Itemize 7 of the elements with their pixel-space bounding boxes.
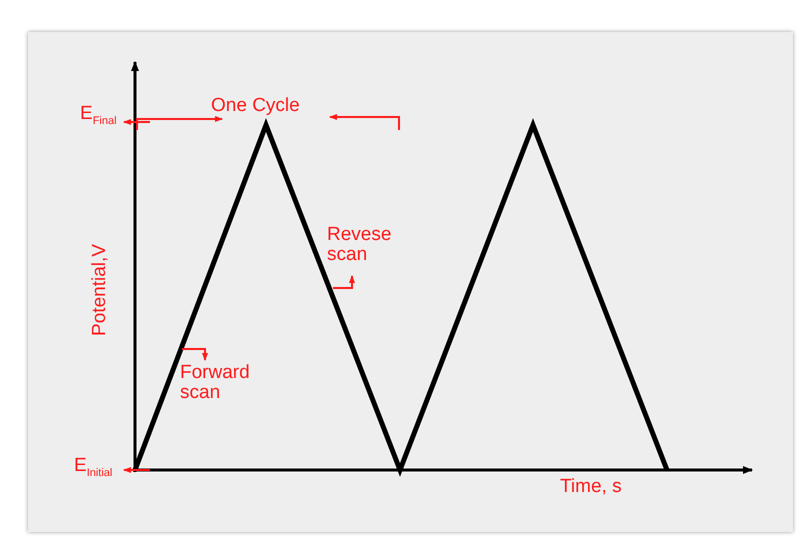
- annotation-label: Forward scan: [180, 363, 251, 403]
- axis-value-label: E$_{Final}$: [80, 104, 117, 129]
- annotation-label: Revese scan: [327, 225, 392, 265]
- cycle-label: One Cycle: [211, 96, 300, 116]
- axis-value-label: E$_{Initial}$: [74, 456, 112, 481]
- y-axis-label: Potential,V: [90, 244, 110, 336]
- x-axis-label: Time, s: [560, 477, 622, 497]
